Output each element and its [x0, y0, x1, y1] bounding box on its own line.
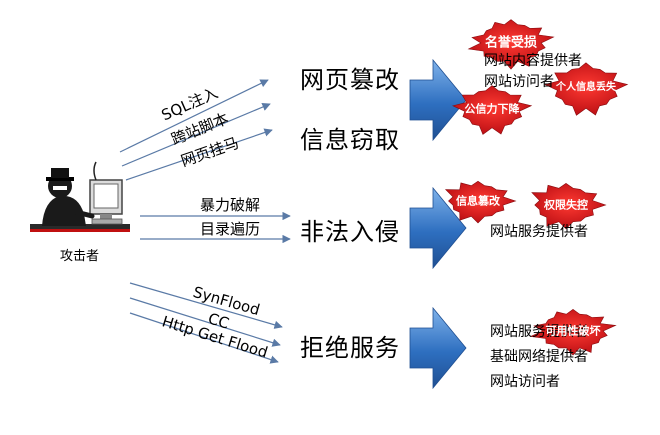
- impact-arrow-2: [409, 186, 467, 270]
- category-web-tampering: 网页篡改: [300, 66, 400, 94]
- method-brute-force: 暴力破解: [200, 196, 261, 214]
- impact-arrow-3: [409, 306, 467, 390]
- impact-network-provider: 基础网络提供者: [490, 349, 588, 365]
- category-illegal-intrusion: 非法入侵: [300, 218, 400, 246]
- impact-site-visitor-2: 网站访问者: [490, 374, 560, 390]
- method-line: [125, 128, 273, 181]
- burst-label-info-tampering: 信息篡改: [456, 194, 500, 208]
- method-line: [129, 282, 283, 329]
- burst-privilege-loss: [531, 183, 607, 230]
- method-line: [119, 79, 269, 153]
- method-line: [129, 297, 281, 347]
- impact-service-provider-2: 网站服务提供者: [490, 324, 588, 340]
- category-info-theft: 信息窃取: [300, 126, 400, 154]
- category-denial-of-service: 拒绝服务: [300, 334, 400, 362]
- method-line: [121, 103, 271, 167]
- impact-content-provider: 网站内容提供者: [484, 53, 582, 69]
- impact-arrow-1: [409, 58, 467, 142]
- burst-info-tampering: [444, 180, 517, 224]
- burst-reputation-damage: [467, 19, 555, 70]
- burst-label-reputation: 名誉受损: [484, 35, 538, 51]
- method-dir-traversal: 目录遍历: [200, 220, 261, 238]
- burst-personal-info-loss: [544, 62, 629, 116]
- burst-credibility-decline: [452, 85, 533, 135]
- burst-label-privilege: 权限失控: [544, 198, 588, 212]
- attacker-label: 攻击者: [60, 249, 100, 264]
- burst-label-availability: 可用性破坏: [545, 324, 601, 338]
- attacker-icon: [30, 161, 130, 232]
- method-line: [129, 312, 279, 364]
- burst-label-credibility: 公信力下降: [464, 102, 520, 116]
- burst-availability-damage: [529, 309, 617, 356]
- burst-label-personal-info: 个人信息丢失: [556, 82, 616, 93]
- impact-service-provider-1: 网站服务提供者: [490, 224, 588, 240]
- impact-site-visitor-1: 网站访问者: [484, 74, 554, 90]
